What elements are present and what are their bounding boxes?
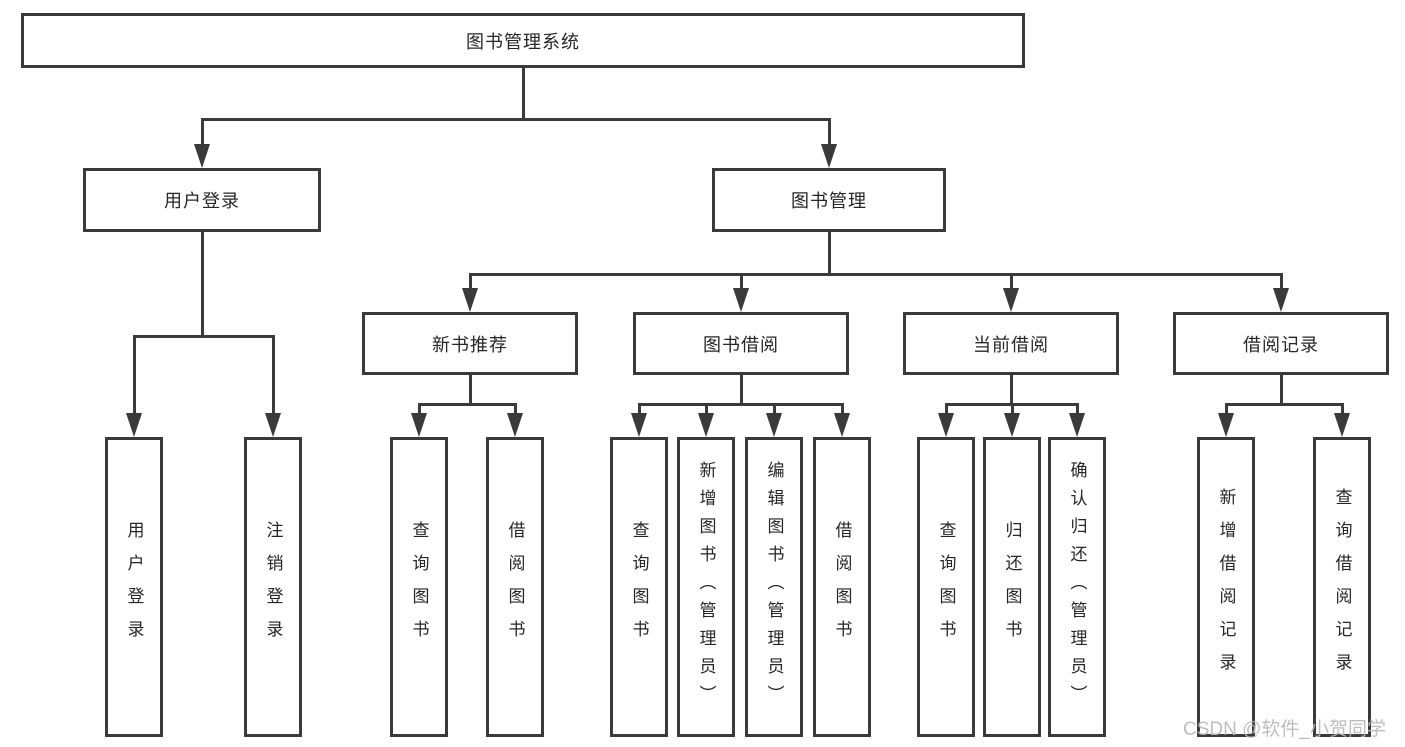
node-leaf-label: 查询借阅记录	[1332, 488, 1352, 686]
node-leaf-logout: 注销登录	[244, 437, 302, 737]
connector-drop-user-login	[201, 118, 204, 148]
node-leaf-query-book-2: 查询图书	[610, 437, 668, 737]
node-leaf-label: 用户登录	[124, 521, 144, 653]
node-leaf-user-login: 用户登录	[105, 437, 163, 737]
connector-drop	[1341, 403, 1344, 417]
connector-drop	[272, 335, 275, 417]
connector-drop	[1011, 403, 1014, 417]
connector-drop	[1280, 273, 1283, 293]
arrowhead-down-icon	[411, 413, 427, 437]
arrowhead-down-icon	[1334, 413, 1350, 437]
node-user-login-label: 用户登录	[164, 191, 240, 211]
arrowhead-down-icon	[1273, 288, 1289, 312]
node-leaf-label: 新增借阅记录	[1216, 488, 1236, 686]
arrowhead-down-icon	[1218, 413, 1234, 437]
node-user-login: 用户登录	[83, 168, 321, 232]
node-leaf-label: 借阅图书	[505, 521, 525, 653]
connector-book-borrow-stem	[740, 375, 743, 406]
node-book-mgmt-label: 图书管理	[791, 191, 867, 211]
connector-drop	[1076, 403, 1079, 417]
node-new-book: 新书推荐	[362, 312, 578, 375]
node-root-label: 图书管理系统	[466, 31, 580, 52]
csdn-watermark: CSDN @软件_小贺同学	[1183, 719, 1386, 740]
node-leaf-label: 注销登录	[263, 521, 283, 653]
connector-drop	[773, 403, 776, 417]
node-leaf-label: 归还图书	[1002, 521, 1022, 653]
node-leaf-label: 编辑图书（管理员）	[764, 461, 784, 713]
node-leaf-label: 查询图书	[936, 521, 956, 653]
connector-user-login-branch	[133, 335, 275, 338]
connector-drop	[1225, 403, 1228, 417]
node-leaf-confirm-return-admin: 确认归还（管理员）	[1048, 437, 1106, 737]
node-leaf-borrow-book-1: 借阅图书	[486, 437, 544, 737]
node-leaf-add-book-admin: 新增图书（管理员）	[677, 437, 735, 737]
node-book-borrow: 图书借阅	[633, 312, 849, 375]
connector-new-book-branch	[418, 403, 517, 406]
connector-drop	[1010, 273, 1013, 293]
arrowhead-down-icon	[194, 144, 210, 168]
arrowhead-down-icon	[631, 413, 647, 437]
arrowhead-down-icon	[698, 413, 714, 437]
node-leaf-label: 查询图书	[629, 521, 649, 653]
node-borrow-records: 借阅记录	[1173, 312, 1389, 375]
node-leaf-query-book-3: 查询图书	[917, 437, 975, 737]
arrowhead-down-icon	[766, 413, 782, 437]
node-book-mgmt: 图书管理	[712, 168, 946, 232]
connector-root-branch	[201, 118, 830, 121]
node-leaf-edit-book-admin: 编辑图书（管理员）	[745, 437, 803, 737]
node-borrow-records-label: 借阅记录	[1243, 334, 1319, 355]
arrowhead-down-icon	[821, 144, 837, 168]
node-new-book-label: 新书推荐	[432, 334, 508, 355]
node-root: 图书管理系统	[21, 13, 1025, 68]
arrowhead-down-icon	[1069, 413, 1085, 437]
connector-drop	[705, 403, 708, 417]
connector-book-borrow-branch	[638, 403, 844, 406]
connector-drop-book-mgmt	[828, 118, 831, 148]
connector-drop	[740, 273, 743, 293]
node-leaf-label: 借阅图书	[832, 521, 852, 653]
arrowhead-down-icon	[462, 288, 478, 312]
connector-book-mgmt-stem	[828, 232, 831, 275]
arrowhead-down-icon	[126, 413, 142, 437]
node-leaf-add-borrow-record: 新增借阅记录	[1197, 437, 1255, 737]
connector-book-mgmt-branch	[469, 273, 1283, 276]
node-leaf-query-book-1: 查询图书	[390, 437, 448, 737]
connector-root-stem	[522, 68, 525, 118]
connector-drop	[514, 403, 517, 417]
node-current-borrow-label: 当前借阅	[973, 334, 1049, 355]
node-leaf-label: 确认归还（管理员）	[1067, 461, 1087, 713]
connector-user-login-stem	[201, 232, 204, 338]
connector-current-borrow-stem	[1010, 375, 1013, 406]
connector-borrow-records-stem	[1280, 375, 1283, 406]
node-book-borrow-label: 图书借阅	[703, 334, 779, 355]
connector-drop	[469, 273, 472, 293]
arrowhead-down-icon	[733, 288, 749, 312]
connector-drop	[945, 403, 948, 417]
arrowhead-down-icon	[1003, 288, 1019, 312]
arrowhead-down-icon	[265, 413, 281, 437]
connector-drop	[133, 335, 136, 417]
connector-borrow-records-branch	[1225, 403, 1344, 406]
connector-new-book-stem	[469, 375, 472, 406]
connector-drop	[418, 403, 421, 417]
node-current-borrow: 当前借阅	[903, 312, 1119, 375]
connector-drop	[841, 403, 844, 417]
connector-drop	[638, 403, 641, 417]
node-leaf-label: 新增图书（管理员）	[696, 461, 716, 713]
node-leaf-query-borrow-record: 查询借阅记录	[1313, 437, 1371, 737]
arrowhead-down-icon	[507, 413, 523, 437]
arrowhead-down-icon	[938, 413, 954, 437]
arrowhead-down-icon	[834, 413, 850, 437]
arrowhead-down-icon	[1004, 413, 1020, 437]
node-leaf-borrow-book-2: 借阅图书	[813, 437, 871, 737]
node-leaf-label: 查询图书	[409, 521, 429, 653]
node-leaf-return-book: 归还图书	[983, 437, 1041, 737]
